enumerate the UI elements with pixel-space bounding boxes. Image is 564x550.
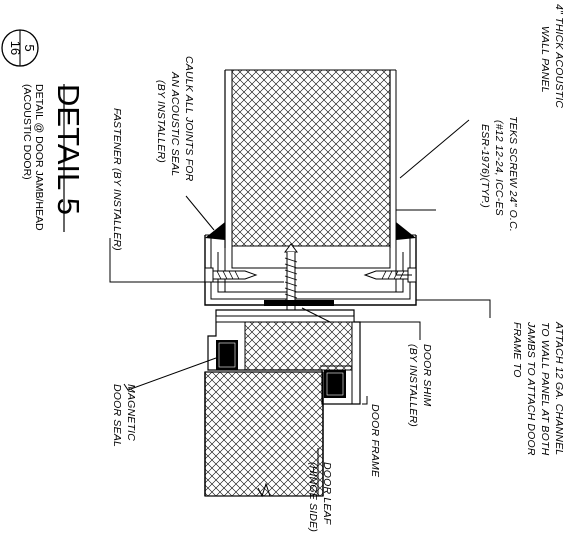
svg-text:FASTENER (BY INSTALLER): FASTENER (BY INSTALLER) <box>111 108 123 251</box>
svg-text:DOOR SEAL: DOOR SEAL <box>111 384 123 447</box>
svg-text:MAGNETIC: MAGNETIC <box>125 384 137 441</box>
svg-text:ESR-1976)(TYP.): ESR-1976)(TYP.) <box>479 124 491 208</box>
teks-screw-left <box>204 267 258 283</box>
svg-text:(BY INSTALLER): (BY INSTALLER) <box>407 344 419 427</box>
svg-text:(HINGE SIDE): (HINGE SIDE) <box>307 462 319 532</box>
svg-text:TEKS SCREW 24" O.C.: TEKS SCREW 24" O.C. <box>507 116 519 232</box>
svg-text:DOOR FRAME: DOOR FRAME <box>369 404 381 478</box>
svg-text:TO WALL PANEL AT BOTH: TO WALL PANEL AT BOTH <box>539 322 551 456</box>
svg-text:(#12 12-24, ICC-ES: (#12 12-24, ICC-ES <box>493 120 505 216</box>
callout-door-frame: DOOR FRAME <box>369 404 381 478</box>
detail-subtitle-line1: DETAIL @ DOOR JAMB/HEAD <box>33 84 45 231</box>
callout-attach-channel: ATTACH 12 GA. CHANNEL TO WALL PANEL AT B… <box>511 321 564 456</box>
door-leaf <box>204 371 324 498</box>
callout-door-shim: DOOR SHIM (BY INSTALLER) <box>407 344 433 427</box>
sheet-number: 16 <box>8 41 23 55</box>
callout-caulk: CAULK ALL JOINTS FOR AN ACOUSTIC SEAL (B… <box>155 56 195 182</box>
svg-text:DOOR LEAF: DOOR LEAF <box>321 462 333 525</box>
callout-teks-screw: TEKS SCREW 24" O.C. (#12 12-24, ICC-ES E… <box>479 116 519 232</box>
svg-text:DOOR SHIM: DOOR SHIM <box>421 344 433 407</box>
detail-number: 5 <box>22 44 37 51</box>
svg-text:WALL PANEL: WALL PANEL <box>539 26 551 93</box>
svg-text:JAMBS TO ATTACH DOOR: JAMBS TO ATTACH DOOR <box>525 321 537 456</box>
svg-text:4" THICK ACOUSTIC: 4" THICK ACOUSTIC <box>553 4 564 108</box>
door-shim <box>264 300 334 306</box>
magnetic-door-seal <box>216 340 346 398</box>
svg-text:FRAME TO: FRAME TO <box>511 322 523 378</box>
acoustic-wall-panel <box>224 69 397 292</box>
svg-text:ATTACH 12 GA. CHANNEL: ATTACH 12 GA. CHANNEL <box>553 321 564 455</box>
detail-subtitle-line2: (ACOUSTIC DOOR) <box>21 84 33 180</box>
detail-title: DETAIL 5 <box>51 84 86 215</box>
svg-text:CAULK ALL JOINTS FOR: CAULK ALL JOINTS FOR <box>183 56 195 182</box>
callout-magnetic-seal: MAGNETIC DOOR SEAL <box>111 384 137 447</box>
svg-text:AN ACOUSTIC SEAL: AN ACOUSTIC SEAL <box>169 71 181 176</box>
detail-bubble: 5 16 <box>1 29 39 67</box>
callout-door-leaf: DOOR LEAF (HINGE SIDE) <box>307 462 333 532</box>
callout-fastener: FASTENER (BY INSTALLER) <box>111 108 123 251</box>
svg-text:(BY INSTALLER): (BY INSTALLER) <box>155 80 167 163</box>
callout-wall-panel: 4" THICK ACOUSTIC WALL PANEL <box>539 4 564 108</box>
leader-lines <box>109 119 491 496</box>
